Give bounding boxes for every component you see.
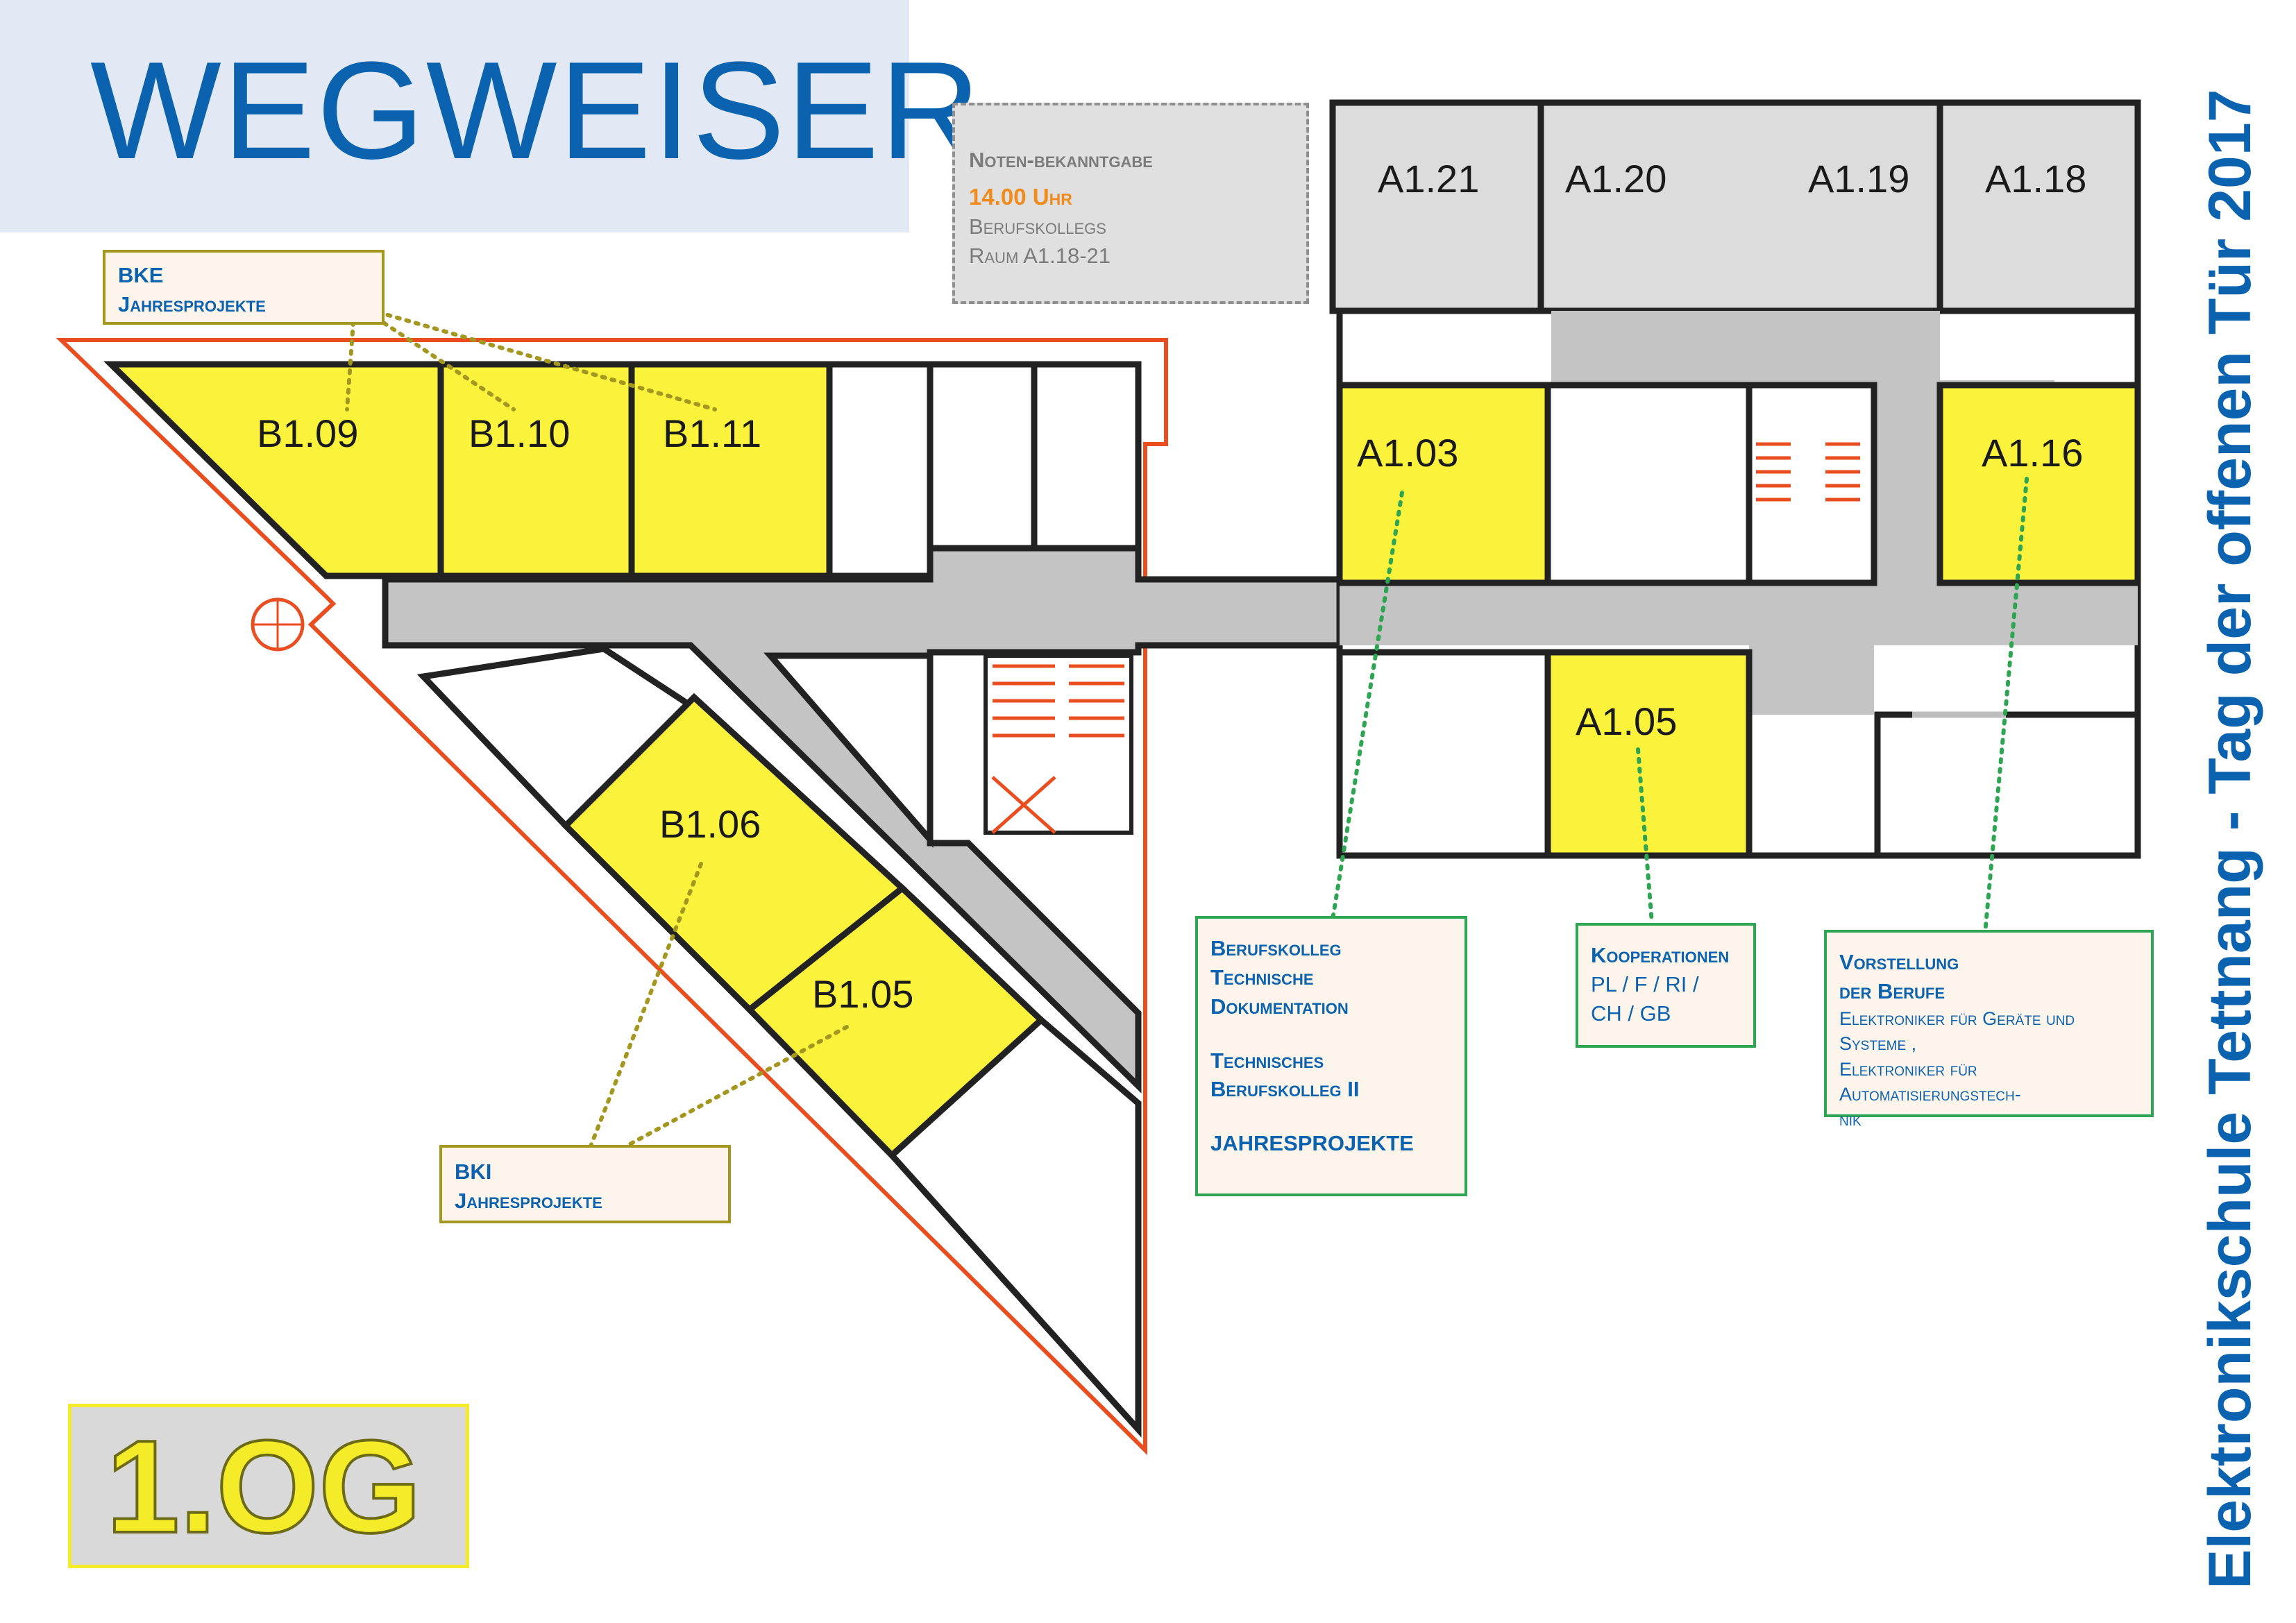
koop-title: Kooperationen: [1591, 943, 1730, 967]
bk-line5: Berufskolleg II: [1210, 1077, 1360, 1102]
room-a121[interactable]: [1329, 99, 1544, 314]
info-noten: Noten-bekanntgabe 14.00 Uhr Berufskolleg…: [952, 103, 1309, 304]
bke-sub: Jahresprojekte: [118, 291, 266, 316]
noten-heading: Noten-bekanntgabe: [969, 148, 1153, 172]
room-a116[interactable]: [1936, 382, 2141, 586]
label-a105: A1.05: [1576, 699, 1678, 743]
staircase-b: [984, 654, 1133, 835]
title-panel: WEGWEISER: [0, 0, 981, 232]
side-title: Elektronikschule Tettnang - Tag der offe…: [2197, 89, 2263, 1589]
room-a120-a119[interactable]: [1537, 99, 1943, 314]
bk-line1: Berufskolleg: [1210, 936, 1342, 960]
page-title: WEGWEISER: [90, 33, 982, 188]
room-a-white-br[interactable]: [1874, 711, 2141, 859]
b-inner-triangle: [763, 652, 934, 849]
bke-title: BKE: [118, 263, 164, 287]
room-b-white-2[interactable]: [927, 361, 1038, 552]
noten-time: 14.00 Uhr: [969, 183, 1072, 210]
staircase-a: [1756, 442, 1860, 502]
bk-line4: Technisches: [1210, 1048, 1324, 1073]
noten-raum: Raum A1.18-21: [969, 244, 1111, 269]
label-b111: B1.11: [663, 411, 762, 455]
room-a103[interactable]: [1336, 382, 1551, 586]
vor-line4: Elektroniker für Automatisierungstech-: [1839, 1058, 2021, 1105]
room-a118[interactable]: [1936, 99, 2141, 314]
bk-line6: JAHRESPROJEKTE: [1210, 1131, 1414, 1156]
label-b106: B1.06: [659, 802, 761, 846]
bk-line3: Dokumentation: [1210, 994, 1349, 1019]
info-bke: BKE Jahresprojekte: [103, 250, 385, 325]
label-a120: A1.20: [1565, 157, 1667, 201]
floor-panel: 1.OG: [68, 1404, 469, 1568]
label-b110: B1.10: [469, 411, 571, 455]
room-b110[interactable]: [437, 361, 635, 579]
room-b-lower-white-2[interactable]: [887, 1016, 1142, 1438]
label-a103: A1.03: [1357, 431, 1459, 475]
b-wing-outline: [56, 338, 1168, 1456]
room-b109[interactable]: [103, 361, 444, 579]
koop-line3: CH / GB: [1591, 1001, 1671, 1026]
label-b105: B1.05: [812, 972, 914, 1016]
label-b109: B1.09: [257, 411, 359, 455]
noten-berufskollegs: Berufskollegs: [969, 214, 1106, 239]
room-b111[interactable]: [628, 361, 833, 579]
vor-line1: Vorstellung: [1839, 950, 1959, 974]
bk-line2: Technische: [1210, 965, 1314, 989]
floor-label: 1.OG: [105, 1413, 423, 1561]
room-b-white-1[interactable]: [826, 361, 934, 579]
vor-line2: der Berufe: [1839, 978, 1945, 1003]
room-a-white-mid[interactable]: [1544, 382, 1753, 586]
label-a121: A1.21: [1378, 157, 1480, 201]
vor-line3: Elektroniker für Geräte und Systeme ,: [1839, 1008, 2075, 1055]
bki-sub: Jahresprojekte: [455, 1188, 602, 1213]
info-berufskolleg: Berufskolleg Technische Dokumentation Te…: [1195, 916, 1467, 1196]
info-bki: BKI Jahresprojekte: [439, 1145, 731, 1223]
info-kooperationen: Kooperationen PL / F / RI / CH / GB: [1576, 923, 1756, 1048]
room-b-white-3[interactable]: [1031, 361, 1142, 552]
label-a116: A1.16: [1982, 431, 2084, 475]
koop-line2: PL / F / RI /: [1591, 971, 1699, 996]
vor-line5: nik: [1839, 1109, 1862, 1130]
info-vorstellung: Vorstellung der Berufe Elektroniker für …: [1824, 930, 2154, 1130]
bki-title: BKI: [455, 1159, 492, 1184]
spiral-stair-left: [251, 597, 305, 652]
room-a105[interactable]: [1544, 649, 1753, 859]
label-a119: A1.19: [1808, 157, 1910, 201]
label-a118: A1.18: [1985, 157, 2087, 201]
